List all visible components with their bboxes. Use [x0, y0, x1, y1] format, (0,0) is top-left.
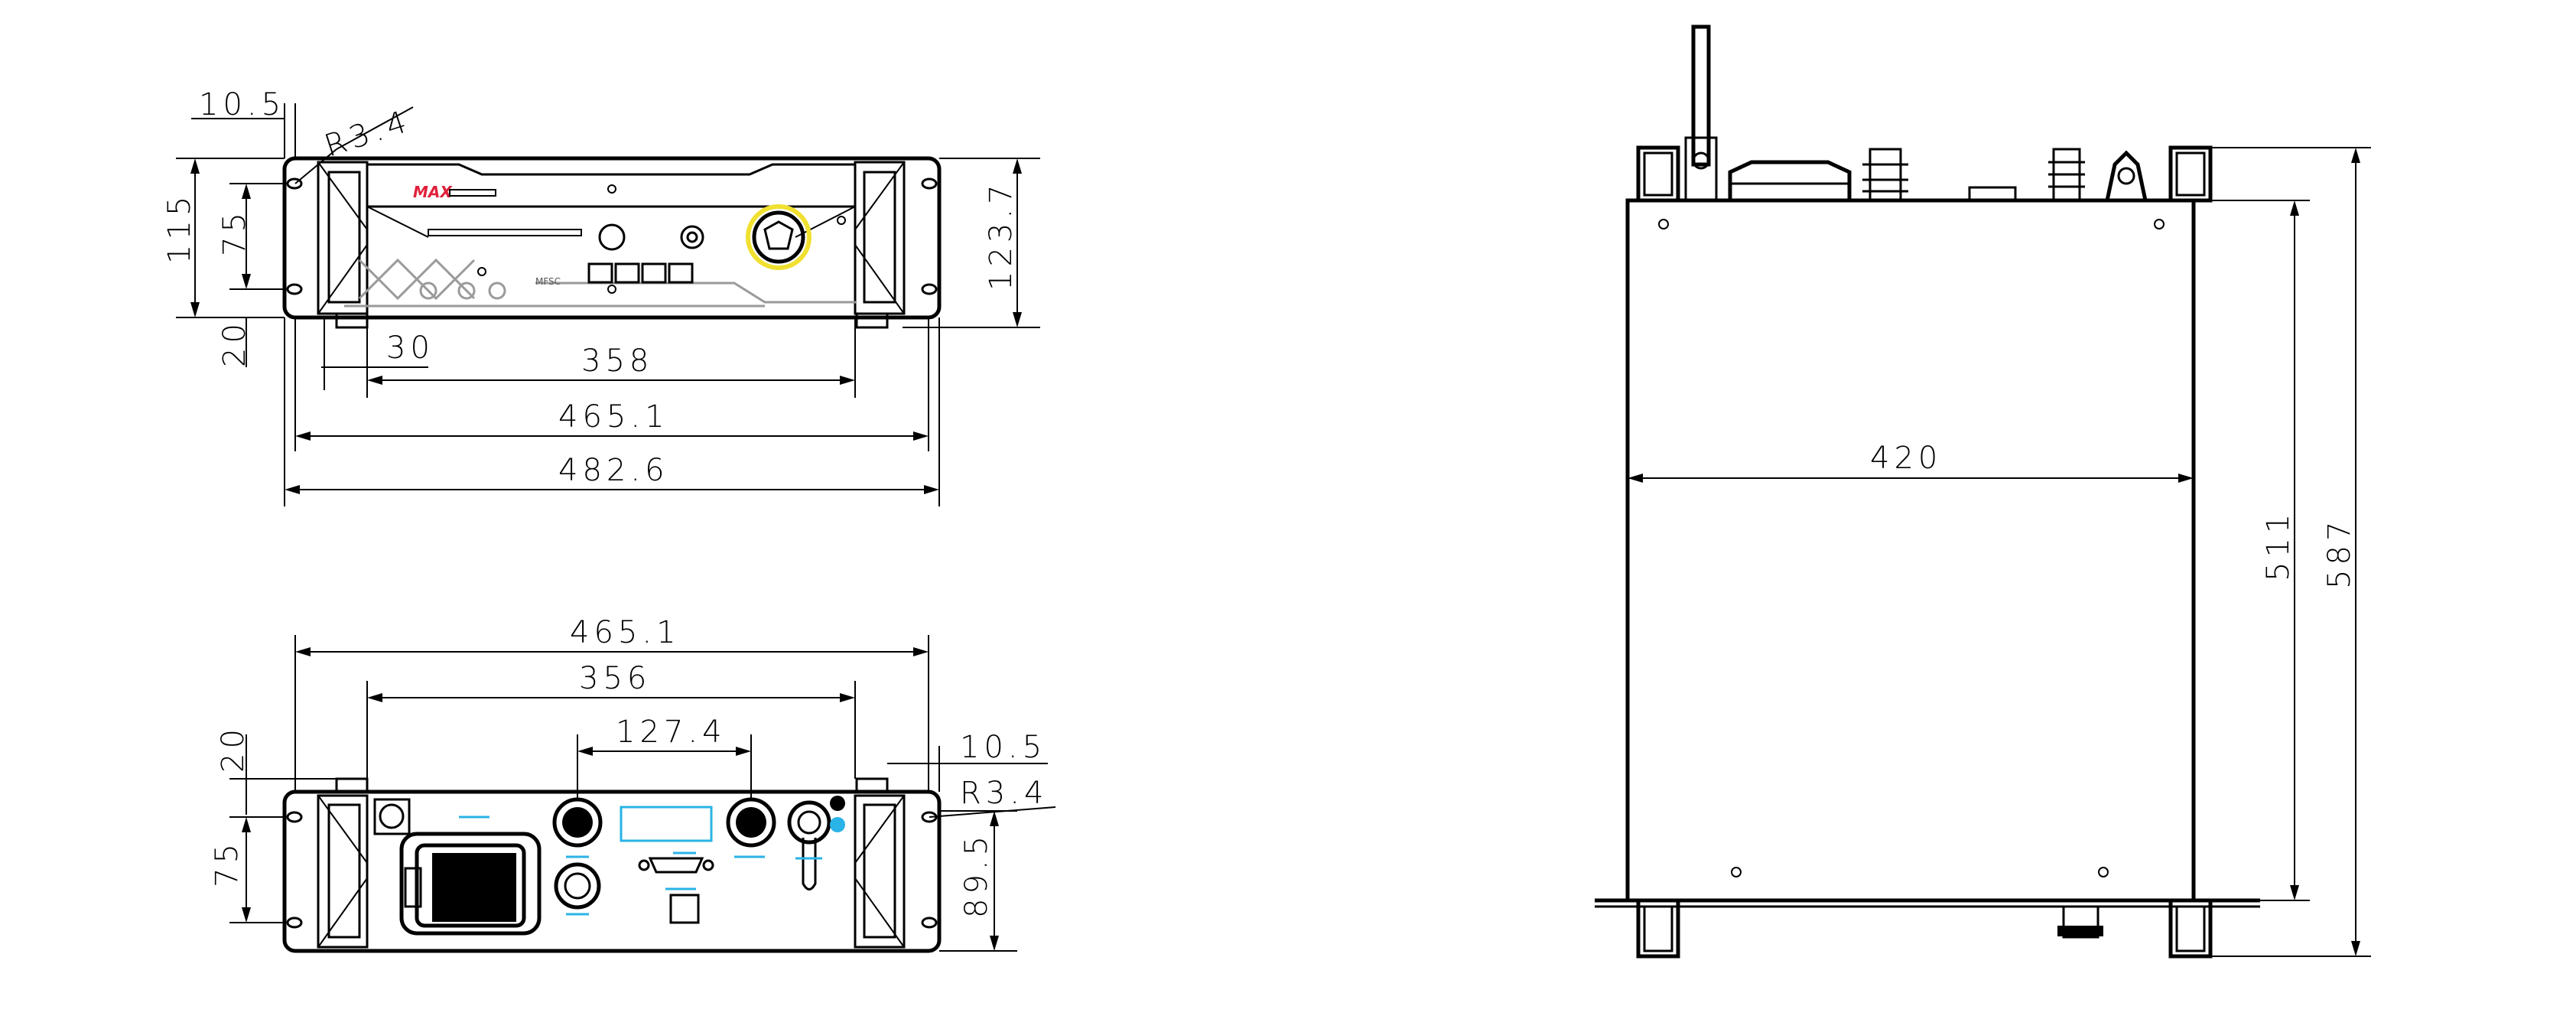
dim-height-mount: 75 [217, 208, 252, 256]
rear-left-handle [317, 777, 369, 949]
rear-right-handle [854, 777, 906, 949]
dim-width-mount: 465.1 [558, 399, 669, 435]
side-view: 420 511 587 [1595, 24, 2371, 959]
rear-connector-right [726, 797, 776, 848]
side-round-connector [1862, 148, 1908, 202]
mount-hole [286, 283, 303, 295]
side-db-connector [1968, 186, 2017, 202]
side-body-outline [1625, 198, 2196, 903]
rear-dim-hole-offset: 10.5 [960, 730, 1046, 765]
mount-hole [286, 916, 303, 929]
emergency-stop [746, 204, 812, 270]
mount-hole [286, 811, 303, 823]
mount-hole [921, 283, 938, 295]
side-foot [1636, 898, 1680, 959]
rear-dim-height-top: 20 [216, 724, 251, 773]
dim-corner-radius: R3.4 [320, 103, 415, 164]
side-foot [2168, 898, 2213, 959]
decorative-pattern [344, 258, 857, 308]
side-foot [1636, 145, 1680, 203]
side-ac-connector [1728, 160, 1852, 200]
rear-dim-height-right: 89.5 [959, 832, 994, 918]
rear-connector-left [552, 797, 603, 848]
rear-panel-outline [282, 789, 942, 953]
mount-hole [921, 177, 938, 190]
rear-dim-connector-spacing: 127.4 [616, 715, 727, 750]
dim-offset-left: 30 [386, 330, 434, 366]
front-left-handle [317, 161, 369, 329]
brand-logo: MAX [413, 183, 453, 201]
ground-terminal [373, 798, 411, 835]
rear-dim-corner-radius: R3.4 [960, 776, 1048, 811]
dim-height-total: 115 [162, 192, 197, 264]
side-dim-depth-body: 511 [2261, 510, 2296, 581]
power-readout [587, 262, 694, 284]
front-right-handle [854, 161, 906, 329]
fiber-output [787, 800, 831, 890]
rear-dim-height-mount: 75 [210, 839, 245, 887]
front-knob [598, 223, 626, 251]
side-foot [2168, 145, 2213, 203]
rear-dim-width-mount: 465.1 [570, 615, 681, 650]
front-panel-outline [282, 156, 942, 320]
indicator-dot [830, 817, 845, 832]
db-connector [638, 857, 714, 874]
rear-view: 465.1 356 127.4 10.5 R3.4 20 75 [210, 615, 1056, 953]
rear-dim-width-handles: 356 [579, 661, 651, 696]
network-port [669, 894, 700, 924]
dim-width-outer: 482.6 [558, 453, 669, 488]
indicator-dot [830, 796, 845, 811]
dim-height-bottom: 20 [217, 319, 252, 367]
dim-hole-offset: 10.5 [199, 87, 285, 122]
side-fiber-port [2105, 150, 2148, 201]
front-view: MAX MFSC [162, 87, 1040, 506]
fiber-cable [1691, 24, 1711, 167]
side-round-connector [2048, 148, 2085, 202]
side-bottom-connector [2062, 905, 2100, 939]
rear-label-box [620, 806, 713, 842]
dim-width-handles: 358 [581, 343, 653, 379]
ac-power-connector [399, 832, 542, 936]
front-knob [686, 231, 698, 243]
model-label: MFSC [535, 276, 561, 287]
mount-hole [921, 916, 938, 929]
dim-height-right: 123.7 [984, 180, 1019, 291]
side-dim-depth-total: 587 [2322, 517, 2357, 589]
front-knob [680, 225, 704, 249]
rear-connector-aux [554, 862, 601, 910]
mount-hole [286, 177, 303, 190]
side-dim-width: 420 [1870, 441, 1942, 476]
